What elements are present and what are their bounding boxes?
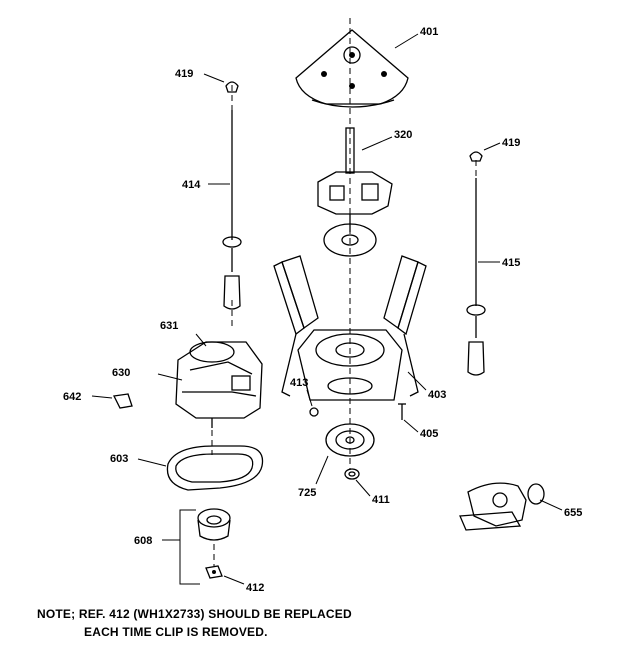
leader-630: [157, 373, 183, 381]
drain-pump-part: [459, 482, 545, 531]
bracket-608: [179, 509, 200, 585]
part-label-419-right: 419: [502, 137, 520, 149]
part-label-411: 411: [372, 494, 390, 506]
note-line-1: NOTE; REF. 412 (WH1X2733) SHOULD BE REPL…: [37, 607, 352, 621]
motor-clip-part: [113, 393, 133, 409]
part-label-655: 655: [564, 507, 582, 519]
part-label-412: 412: [246, 582, 264, 594]
leader-405: [403, 419, 419, 433]
part-label-401: 401: [420, 26, 438, 38]
suspension-rod-left-part: [222, 110, 242, 310]
leader-412: [223, 575, 245, 585]
agitator-cover-part: [295, 29, 409, 108]
mounting-bracket-part: [273, 255, 427, 401]
suspension-rod-right-part: [466, 178, 486, 376]
part-label-405: 405: [420, 428, 438, 440]
nut-part: [309, 407, 319, 417]
snubber-cap-left-part: [225, 81, 239, 93]
retaining-clip-part: [205, 565, 223, 579]
part-label-414: 414: [182, 179, 201, 191]
screw-part: [398, 403, 406, 420]
part-label-608: 608: [134, 535, 152, 547]
part-label-419-left: 419: [175, 68, 193, 80]
drive-motor-part: [175, 341, 263, 428]
pulley-part: [325, 423, 375, 457]
leader-419-left: [203, 73, 225, 83]
leader-413: [306, 389, 313, 407]
part-label-603: 603: [110, 453, 128, 465]
leader-403: [407, 371, 427, 391]
part-label-631: 631: [160, 320, 178, 332]
leader-401: [394, 33, 419, 49]
part-label-642: 642: [63, 391, 81, 403]
part-label-320: 320: [394, 129, 412, 141]
part-label-415: 415: [502, 257, 520, 269]
leader-642: [91, 395, 113, 399]
drive-belt-part: [166, 445, 264, 491]
leader-603: [137, 458, 167, 467]
note-line-2: EACH TIME CLIP IS REMOVED.: [84, 625, 268, 639]
transmission-part: [317, 127, 393, 257]
leader-411: [355, 479, 371, 497]
leader-320: [361, 136, 393, 151]
leader-419-right: [483, 142, 501, 151]
snubber-cap-right-part: [469, 151, 483, 162]
part-label-630: 630: [112, 367, 130, 379]
leader-631: [195, 333, 207, 347]
leader-655: [539, 499, 563, 511]
leader-725: [315, 455, 329, 485]
pump-coupling-part: [197, 508, 231, 541]
part-label-413: 413: [290, 377, 308, 389]
pulley-nut-part: [344, 468, 360, 480]
part-label-403: 403: [428, 389, 446, 401]
part-label-725: 725: [298, 487, 316, 499]
